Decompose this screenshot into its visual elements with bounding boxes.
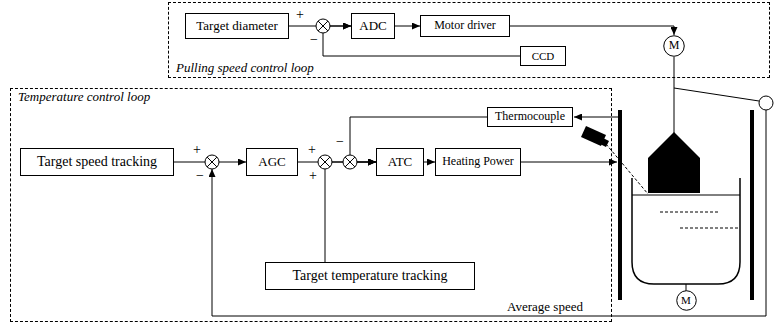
sign-label: + xyxy=(309,169,317,183)
box-label: Target speed tracking xyxy=(37,154,157,170)
control-loop-region: Temperature control loopThermocoupleTarg… xyxy=(10,88,612,322)
signal-arrow xyxy=(424,162,435,163)
box-label: Target diameter xyxy=(196,19,278,34)
sign-label: − xyxy=(336,135,344,149)
region-title: Pulling speed control loop xyxy=(174,61,316,76)
melt-surface xyxy=(632,195,740,196)
motor-circle xyxy=(676,290,696,310)
process-box: Motor driver xyxy=(420,15,510,37)
summing-junction xyxy=(343,155,357,169)
junction-circle xyxy=(205,155,219,169)
process-box: ATC xyxy=(376,148,424,176)
sign-label: + xyxy=(296,8,304,22)
box-label: ADC xyxy=(359,19,386,34)
signal-arrow xyxy=(325,162,376,262)
sign-label: + xyxy=(193,143,201,157)
speed-sensor-line xyxy=(766,110,767,316)
melt-line xyxy=(660,212,720,213)
sensor-box: Thermocouple xyxy=(487,107,573,127)
heater-right xyxy=(750,110,754,300)
pulling-wire xyxy=(674,88,759,101)
summing-junction xyxy=(318,155,332,169)
control-loop-region: Pulling speed control loop Target diamete… xyxy=(168,2,770,78)
camera-sight-line xyxy=(606,144,648,194)
process-box: Target diameter xyxy=(185,13,289,39)
heater-left xyxy=(618,110,622,300)
speed-sensor xyxy=(759,96,773,110)
crucible xyxy=(632,178,740,284)
motor-symbol: M xyxy=(676,290,697,311)
box-label: CCD xyxy=(532,50,555,63)
junction-cross xyxy=(320,157,330,167)
camera-lens xyxy=(600,138,609,147)
process-box: AGC xyxy=(246,148,298,176)
box-label: AGC xyxy=(258,155,285,170)
motor-label: M xyxy=(669,39,680,53)
summing-junction xyxy=(205,155,219,169)
signal-label: Average speed xyxy=(507,300,583,313)
crystal xyxy=(648,132,700,193)
motor-circle xyxy=(664,36,685,57)
signal-arrow xyxy=(395,26,420,27)
box-label: Motor driver xyxy=(434,19,496,33)
sign-label: − xyxy=(196,169,204,183)
process-box: Target temperature tracking xyxy=(265,262,475,290)
junction-cross xyxy=(207,157,217,167)
motor-label: M xyxy=(681,294,691,307)
sign-label: − xyxy=(310,33,318,47)
process-box: Heating Power xyxy=(435,148,521,176)
junction-circle xyxy=(316,19,330,33)
seed-rod xyxy=(674,57,675,134)
signal-arrow xyxy=(510,26,674,35)
box-label: Heating Power xyxy=(442,155,514,169)
sign-label: + xyxy=(308,143,316,157)
motor-symbol: M xyxy=(663,35,685,57)
junction-circle xyxy=(318,155,332,169)
box-label: Thermocouple xyxy=(495,110,565,124)
sensor-box: CCD xyxy=(520,46,566,66)
box-label: ATC xyxy=(388,155,413,170)
box-label: Target temperature tracking xyxy=(292,268,447,284)
process-box: ADC xyxy=(351,13,395,39)
melt-line xyxy=(680,228,738,229)
junction-circle xyxy=(343,155,357,169)
junction-cross xyxy=(345,157,355,167)
junction-cross xyxy=(318,21,328,31)
summing-junction xyxy=(316,19,330,33)
region-title: Temperature control loop xyxy=(16,90,152,105)
process-box: Target speed tracking xyxy=(20,148,174,176)
